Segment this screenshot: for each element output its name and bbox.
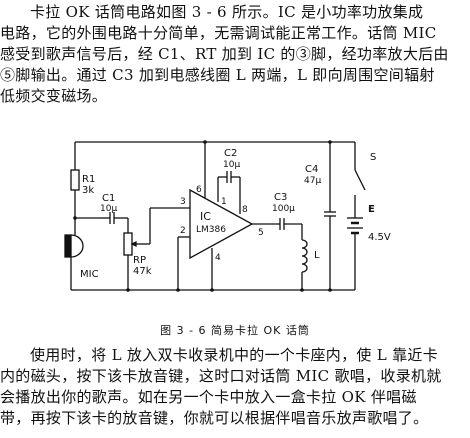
- c3-value: 100μ: [272, 204, 295, 214]
- pin4-label: 4: [215, 253, 221, 263]
- mic-label: MIC: [80, 269, 99, 280]
- figure-caption: 图 3 - 6 简易卡拉 OK 话筒: [160, 324, 310, 337]
- c2-label: C2: [224, 148, 237, 159]
- pin6-label: 6: [196, 185, 202, 195]
- pin5-label: 5: [258, 228, 264, 238]
- usage-paragraph: 使用时，将 L 放入双卡收录机中的一个卡座内，使 L 靠近卡 内的磁头，按下该卡…: [0, 345, 470, 429]
- ic-model: LM386: [196, 225, 226, 235]
- e-value: 4.5V: [368, 232, 391, 243]
- r1-value: 3k: [82, 185, 94, 196]
- ic-amplifier: [189, 188, 254, 260]
- pin2-label: 2: [180, 226, 186, 236]
- circuit-diagram: R1 3k C1 10μ C2 10μ C3 100μ C4 47μ S E 4…: [64, 140, 391, 292]
- text-line: 电路，它的外围电路十分简单，无需调试能正常工作。话筒 MIC: [0, 24, 437, 42]
- r1-label: R1: [82, 174, 95, 185]
- text-line: 会播放出你的歌声。如在另一个卡中放入一盒卡拉 OK 伴唱磁: [0, 388, 417, 406]
- pin8-label: 8: [242, 205, 248, 215]
- text-line: 感受到歌声信号后，经 C1、RT 加到 IC 的③脚，经功率放大后由: [0, 45, 449, 63]
- intro-paragraph: 卡拉 OK 话筒电路如图 3 - 6 所示。IC 是小功率功放集成 电路，它的外…: [0, 2, 470, 107]
- c4-value: 47μ: [304, 176, 321, 186]
- switch-s: [354, 169, 366, 191]
- text-line: 内的磁头，按下该卡放音键，这时口对话筒 MIC 歌唱，收录机就: [0, 367, 442, 385]
- c1-value: 10μ: [100, 204, 117, 214]
- mic-symbol: [64, 234, 72, 258]
- rp-value: 47k: [133, 266, 152, 277]
- c2-value: 10μ: [223, 160, 240, 170]
- r1-resistor: [70, 169, 80, 191]
- c3-label: C3: [274, 192, 287, 203]
- ic-label: IC: [200, 210, 211, 223]
- e-label: E: [368, 204, 375, 215]
- text-line: ⑤脚输出。通过 C3 加到电感线圈 L 两端，L 即向周围空间辐射: [0, 66, 435, 84]
- text-line: 卡拉 OK 话筒电路如图 3 - 6 所示。IC 是小功率功放集成: [30, 3, 424, 21]
- rp-label: RP: [133, 255, 146, 266]
- pin1-label: 1: [221, 197, 227, 207]
- c1-label: C1: [102, 193, 115, 204]
- text-line: 低频交变磁场。: [0, 87, 108, 105]
- l-inductor: [301, 239, 308, 273]
- l-label: L: [314, 250, 320, 261]
- c4-label: C4: [305, 164, 318, 175]
- s-label: S: [370, 152, 376, 163]
- pin3-label: 3: [180, 197, 186, 207]
- text-line: 带，再按下该卡的放音键，你就可以根据伴唱音乐放声歌唱了。: [0, 409, 429, 427]
- text-line: 使用时，将 L 放入双卡收录机中的一个卡座内，使 L 靠近卡: [30, 346, 438, 364]
